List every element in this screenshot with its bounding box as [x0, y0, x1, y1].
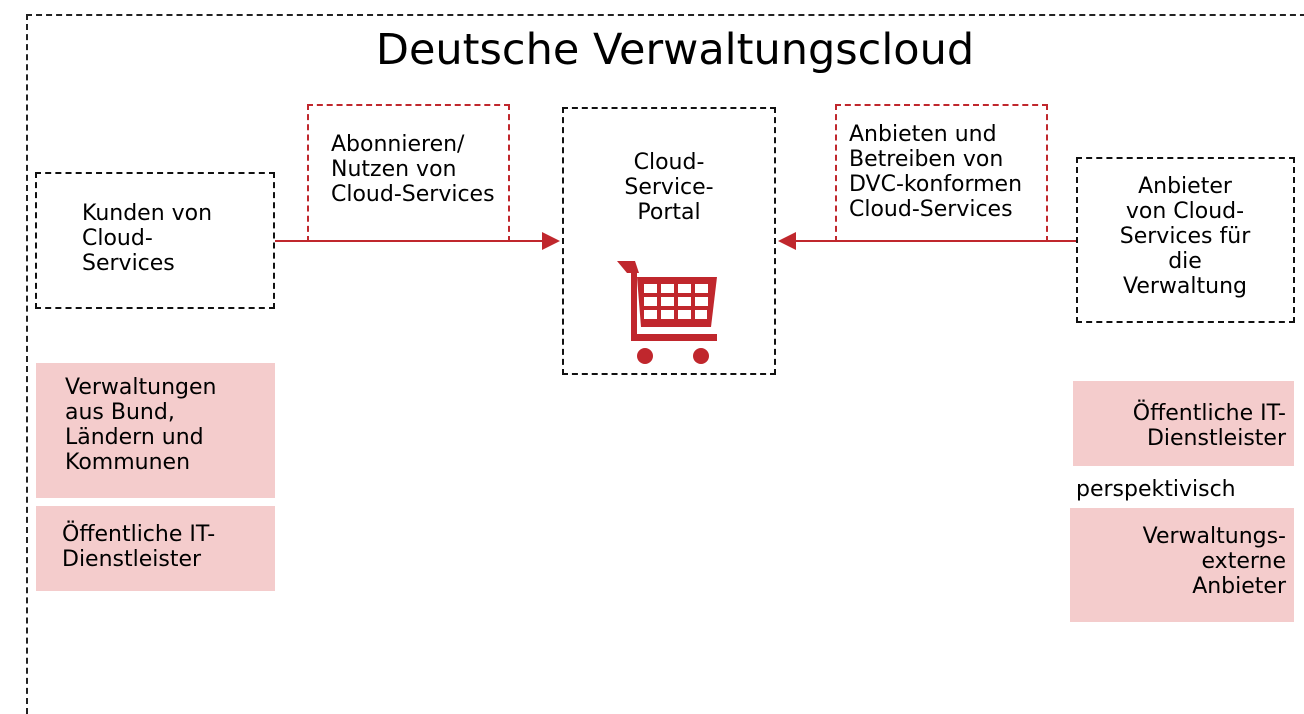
portal-box: Cloud- Service- Portal [562, 107, 776, 375]
portal-text: Cloud- Service- Portal [624, 150, 714, 225]
providers-box: Anbieter von Cloud- Services für die Ver… [1076, 157, 1295, 323]
providers-text: Anbieter von Cloud- Services für die Ver… [1119, 174, 1251, 299]
subscribe-label-box: Abonnieren/ Nutzen von Cloud-Services [307, 104, 510, 242]
tag-it-dienstleister-left: Öffentliche IT- Dienstleister [36, 506, 275, 591]
diagram-title: Deutsche Verwaltungscloud [375, 25, 975, 75]
customers-box: Kunden von Cloud- Services [35, 172, 275, 309]
offer-arrow-head [778, 232, 796, 250]
offer-arrow-line [792, 240, 1077, 242]
perspective-label: perspektivisch [1076, 477, 1236, 502]
shopping-cart-icon [617, 261, 717, 364]
subscribe-arrow-head [542, 232, 560, 250]
customers-text: Kunden von Cloud- Services [82, 201, 213, 276]
offer-text: Anbieten und Betreiben von DVC-konformen… [849, 122, 1023, 222]
cloud-frame [26, 14, 1304, 714]
tag-verwaltungen: Verwaltungen aus Bund, Ländern und Kommu… [36, 363, 275, 498]
subscribe-arrow-line [275, 240, 547, 242]
tag-it-dienstleister-right: Öffentliche IT- Dienstleister [1073, 381, 1294, 466]
tag-externe-anbieter: Verwaltungs- externe Anbieter [1070, 508, 1294, 622]
offer-label-box: Anbieten und Betreiben von DVC-konformen… [835, 104, 1048, 242]
subscribe-text: Abonnieren/ Nutzen von Cloud-Services [331, 132, 495, 207]
